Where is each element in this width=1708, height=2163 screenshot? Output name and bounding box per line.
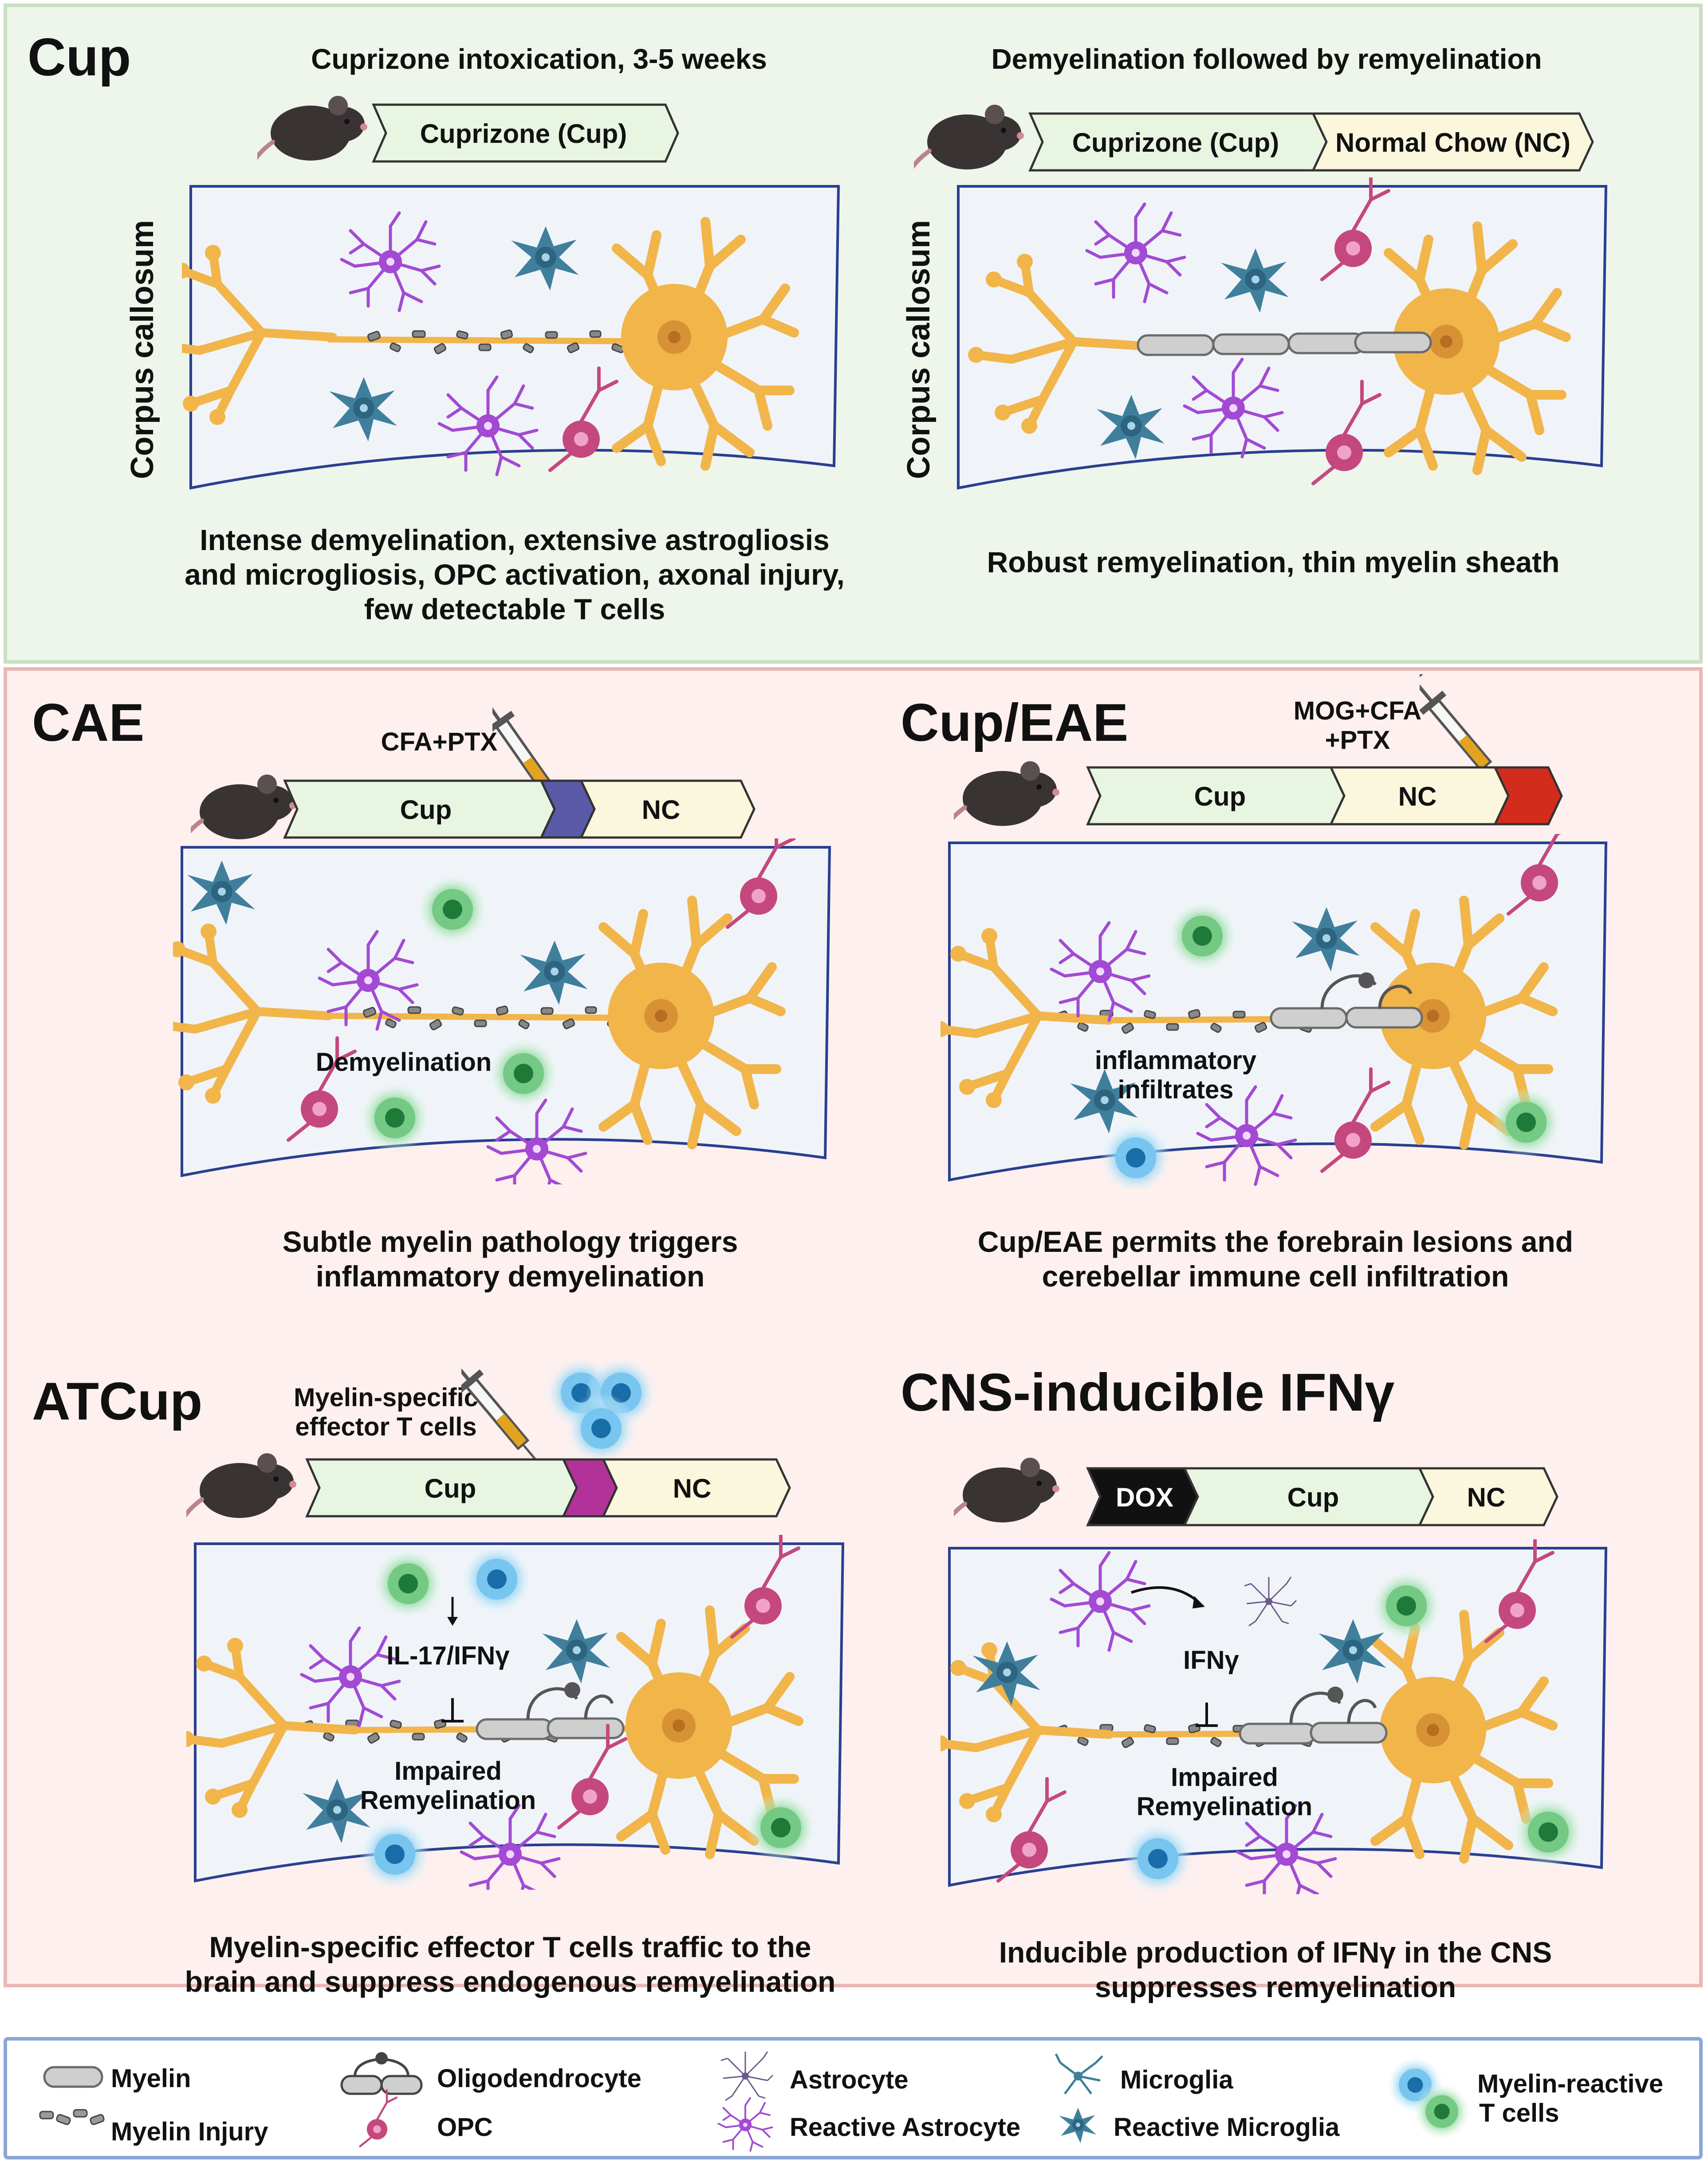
cup-title: Cup bbox=[28, 28, 131, 87]
svg-text:NC: NC bbox=[642, 795, 681, 825]
cupeae-title: Cup/EAE bbox=[901, 693, 1129, 752]
t-cell-icon bbox=[461, 1544, 532, 1615]
mouse-icon bbox=[954, 1458, 1059, 1539]
t-cell-icon bbox=[1167, 901, 1238, 971]
legend-myelin: Myelin bbox=[111, 2064, 191, 2093]
atcup-timeline: Cup NC bbox=[186, 1442, 791, 1530]
cupeae-caption: Cup/EAE permits the forebrain lesions an… bbox=[977, 1225, 1574, 1293]
t-cell-icon bbox=[1371, 1570, 1442, 1641]
cae-tissue bbox=[173, 838, 831, 1184]
myelin-icon bbox=[43, 2066, 103, 2088]
legend-oligo-icons bbox=[340, 2052, 423, 2151]
svg-text:Cup: Cup bbox=[1194, 782, 1246, 811]
atcup-cytokine: IL-17/IFNγ bbox=[386, 1641, 510, 1670]
mouse-icon bbox=[257, 96, 367, 177]
svg-text:NC: NC bbox=[1398, 782, 1437, 811]
cup-left-subtitle: Cuprizone intoxication, 3-5 weeks bbox=[311, 43, 767, 75]
cupeae-inner-label: inflammatory infiltrates bbox=[1094, 1046, 1257, 1104]
cae-inner-label: Demyelination bbox=[315, 1048, 492, 1077]
ifng-caption: Inducible production of IFNγ in the CNS … bbox=[999, 1936, 1552, 2003]
cup-left-tissue bbox=[182, 185, 840, 490]
t-cell-icon bbox=[745, 1792, 816, 1863]
ifng-tissue bbox=[941, 1539, 1608, 1894]
cup-left-caption: Intense demyelination, extensive astrogl… bbox=[185, 523, 845, 625]
t-cell-icon bbox=[417, 874, 488, 945]
astrocyte-icon bbox=[720, 2051, 774, 2101]
t-cell-icon bbox=[359, 1819, 430, 1890]
atcup-title: ATCup bbox=[32, 1372, 203, 1431]
myelin-injury-icon bbox=[39, 2109, 105, 2125]
legend-reactive-astrocyte: Reactive Astrocyte bbox=[790, 2113, 1021, 2142]
cup-right-timeline: Cuprizone (Cup) Normal Chow (NC) bbox=[914, 98, 1594, 186]
oligodendrocyte-icon bbox=[340, 2052, 423, 2095]
svg-text:DOX: DOX bbox=[1116, 1483, 1173, 1512]
t-cell-icon bbox=[373, 1548, 444, 1619]
legend-oligodendrocyte: Oligodendrocyte bbox=[437, 2064, 641, 2093]
t-cell-icon bbox=[1513, 1797, 1584, 1868]
cup-bar-label: Cuprizone (Cup) bbox=[420, 119, 627, 149]
svg-text:NC: NC bbox=[1467, 1483, 1506, 1512]
atcup-inner-label: Impaired Remyelination bbox=[360, 1757, 536, 1815]
microglia-icon bbox=[1055, 2053, 1103, 2095]
svg-text:Cuprizone (Cup): Cuprizone (Cup) bbox=[1072, 128, 1279, 157]
ifng-inner-label: Impaired Remyelination bbox=[1136, 1763, 1313, 1821]
cae-title: CAE bbox=[32, 693, 145, 752]
cupeae-timeline: Cup NC bbox=[954, 750, 1563, 838]
t-cell-icon bbox=[488, 1038, 559, 1109]
mouse-icon bbox=[186, 1453, 296, 1530]
opc-icon bbox=[360, 2090, 397, 2147]
legend-microglia-icons bbox=[1055, 2053, 1103, 2143]
t-cell-icon bbox=[1491, 1087, 1562, 1158]
svg-text:Cup: Cup bbox=[425, 1474, 476, 1503]
t-cell-icon bbox=[1413, 2083, 1470, 2140]
cupeae-tissue bbox=[941, 834, 1608, 1189]
t-cell-icon bbox=[359, 1082, 430, 1153]
legend-astro-icons bbox=[717, 2051, 774, 2151]
cup-left-side-label: Corpus callosum bbox=[125, 220, 160, 479]
cup-right-side-label: Corpus callosum bbox=[901, 220, 937, 479]
cae-injection: CFA+PTX bbox=[381, 728, 498, 756]
mouse-icon bbox=[914, 105, 1024, 186]
cup-right-caption: Robust remyelination, thin myelin sheath bbox=[987, 546, 1560, 578]
legend-myelin-injury: Myelin Injury bbox=[111, 2117, 268, 2146]
cae-caption: Subtle myelin pathology triggers inflamm… bbox=[282, 1225, 738, 1293]
ifng-title: CNS-inducible IFNγ bbox=[901, 1363, 1395, 1422]
reactive-microglia-icon bbox=[1059, 2108, 1097, 2143]
cup-right-subtitle: Demyelination followed by remyelination bbox=[991, 43, 1542, 75]
legend-microglia: Microglia bbox=[1120, 2065, 1233, 2094]
cup-left-timeline: Cuprizone (Cup) bbox=[257, 89, 679, 177]
svg-text:NC: NC bbox=[673, 1474, 712, 1503]
ifng-cytokine: IFNγ bbox=[1183, 1646, 1239, 1675]
legend-opc: OPC bbox=[437, 2113, 493, 2142]
legend-reactive-microglia: Reactive Microglia bbox=[1114, 2113, 1340, 2142]
t-cell-icon bbox=[1122, 1823, 1193, 1894]
mouse-icon bbox=[954, 761, 1059, 838]
reactive-astrocyte-icon bbox=[717, 2097, 773, 2151]
svg-text:Cup: Cup bbox=[1287, 1483, 1339, 1512]
svg-text:Cup: Cup bbox=[400, 795, 452, 825]
legend-t-cells: Myelin-reactive T cells bbox=[1477, 2069, 1664, 2128]
svg-text:Normal Chow (NC): Normal Chow (NC) bbox=[1335, 128, 1570, 157]
atcup-caption: Myelin-specific effector T cells traffic… bbox=[185, 1931, 836, 1998]
legend-astrocyte: Astrocyte bbox=[790, 2065, 909, 2094]
cup-right-tissue bbox=[957, 177, 1608, 490]
atcup-injection: Myelin-specific effector T cells bbox=[294, 1383, 478, 1441]
cup-bar-segment bbox=[372, 103, 679, 163]
cupeae-injection: MOG+CFA +PTX bbox=[1293, 696, 1422, 755]
cae-timeline: Cup NC bbox=[191, 763, 756, 852]
legend-myelin-icons bbox=[39, 2066, 105, 2125]
ifng-timeline: DOX Cup NC bbox=[954, 1451, 1558, 1539]
atcup-tissue bbox=[186, 1535, 845, 1890]
legend-tcell-icons bbox=[1387, 2057, 1470, 2140]
